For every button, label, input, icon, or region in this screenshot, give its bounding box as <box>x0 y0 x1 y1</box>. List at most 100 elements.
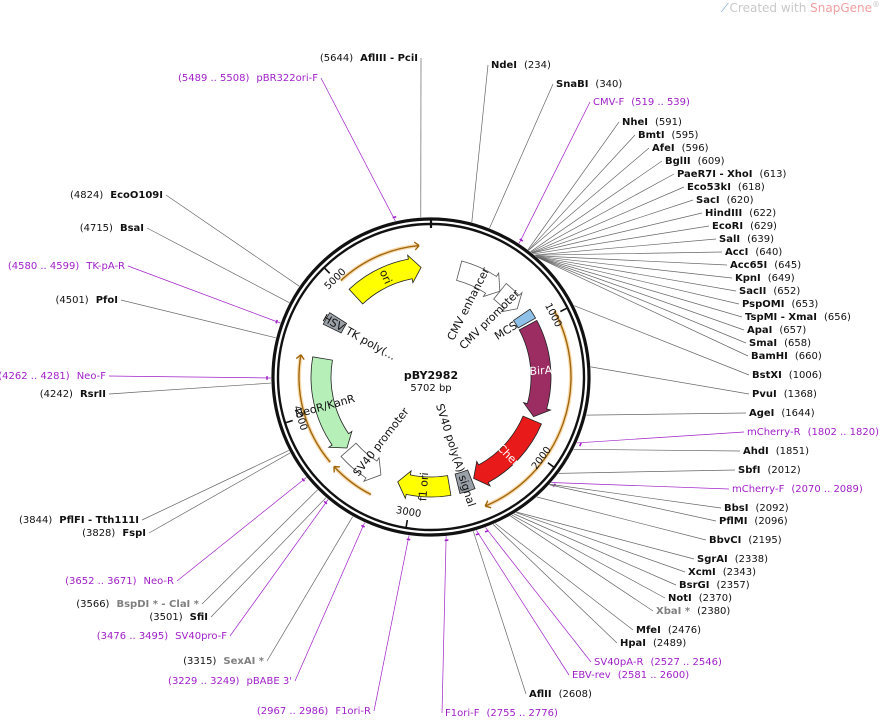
leader-line <box>294 522 365 682</box>
leader-line <box>373 535 410 712</box>
primer-mark <box>475 532 480 536</box>
orf-arcs <box>295 241 573 509</box>
leader-line <box>531 199 694 254</box>
leader-line <box>536 256 737 292</box>
tick-label: 1000 <box>542 301 563 329</box>
leader-line <box>516 511 695 560</box>
primer-label: (3476 .. 3495)SV40pro-F <box>97 631 227 642</box>
primer-mark <box>484 529 489 533</box>
site-label: NheI(591) <box>622 117 682 128</box>
leader-line <box>165 194 300 287</box>
leader-line <box>513 513 677 586</box>
leader-line <box>531 186 685 254</box>
site-label: HindIII(622) <box>705 208 776 219</box>
site-label: (4242)RsrII <box>40 389 106 400</box>
site-label: EcoRI(629) <box>712 221 777 232</box>
snapgene-logo-icon: ⁄ <box>723 1 726 15</box>
site-label: HpaI(2489) <box>620 638 686 649</box>
site-label: SacI(620) <box>696 195 754 206</box>
leader-line <box>532 212 703 254</box>
feature-f1-ori: f1 ori <box>397 469 452 502</box>
leader-line <box>148 452 291 534</box>
leader-line <box>549 484 717 522</box>
site-label: Acc65I(645) <box>730 260 801 271</box>
feature-ori: ori <box>348 254 422 305</box>
site-label: (3566)BspDI * - ClaI * <box>76 599 200 610</box>
primer-mark <box>301 477 306 482</box>
orf-arc <box>340 244 420 282</box>
site-label: (4824)EcoO109I <box>70 190 163 201</box>
tick-mark <box>547 462 555 468</box>
site-label: AccI(640) <box>725 247 782 258</box>
feature-label: f1 ori <box>416 472 431 502</box>
primer-label: (2967 .. 2986)F1ori-R <box>257 706 371 717</box>
leader-line <box>108 382 272 395</box>
primer-label: mCherry-R(1802 .. 1820) <box>747 427 879 438</box>
leader-line <box>201 489 318 605</box>
feature-shape <box>518 319 552 418</box>
site-label: TspMI - XmaI(656) <box>745 312 851 323</box>
site-label: BstXI(1006) <box>752 370 822 381</box>
feature-label: SV40 promoter <box>351 405 412 479</box>
site-label: PvuI(1368) <box>752 389 817 400</box>
primer-mark <box>578 442 582 447</box>
leader-line <box>210 497 327 618</box>
watermark-reg: ® <box>872 0 880 9</box>
feature-shape <box>493 282 523 313</box>
feature-shape <box>348 254 422 305</box>
feature-shape <box>397 469 452 500</box>
site-labels: NdeI(234)SnaBI(340)CMV-F(519 .. 539)NheI… <box>0 53 879 719</box>
site-label: AfeI(596) <box>652 143 709 154</box>
leader-line <box>176 477 307 582</box>
site-label: SnaBI(340) <box>556 79 622 90</box>
leader-line <box>518 101 591 244</box>
site-label: AhdI(1851) <box>743 446 809 457</box>
leader-line <box>536 256 745 331</box>
site-label: BsrGI(2357) <box>679 580 750 591</box>
site-label: KpnI(649) <box>735 273 795 284</box>
leader-line <box>489 83 554 229</box>
site-label: SbfI(2012) <box>738 465 801 476</box>
tick-mark <box>324 267 331 274</box>
site-label: BmtI(595) <box>638 130 699 141</box>
primer-label: (3229 .. 3249)pBABE 3' <box>168 676 292 687</box>
site-label: SgrAI(2338) <box>697 554 768 565</box>
primer-mark <box>275 319 279 324</box>
leader-line <box>536 496 707 541</box>
feature-shape <box>340 442 382 483</box>
site-label: (5644)AflIII - PciI <box>320 53 418 64</box>
orf-arc <box>333 466 372 496</box>
watermark-prefix: Created with <box>729 1 807 15</box>
site-label: (4715)BsaI <box>80 223 144 234</box>
leader-line <box>476 530 570 676</box>
site-label: (3828)FspI <box>82 528 146 539</box>
leader-line <box>534 251 723 256</box>
leader-line <box>510 515 654 612</box>
leader-line <box>530 160 663 252</box>
leader-line <box>536 256 740 305</box>
leader-line <box>536 256 743 318</box>
feature-shape <box>473 415 542 487</box>
primer-label: (5489 .. 5508)pBR322ori-F <box>178 73 318 84</box>
leader-line <box>573 448 741 452</box>
site-label: Eco53kI(618) <box>687 182 765 193</box>
leader-line <box>515 512 686 573</box>
feature-label: HSV TK poly(... <box>320 312 398 363</box>
orf-arrowhead <box>484 500 492 509</box>
site-label: BglII(609) <box>665 156 725 167</box>
tick-mark <box>405 519 409 528</box>
orf-arrowhead <box>413 241 420 251</box>
site-label: BbsI(2092) <box>724 503 789 514</box>
leader-line <box>511 514 666 599</box>
primer-label: SV40pA-R(2527 .. 2546) <box>594 657 722 668</box>
site-label: NdeI(234) <box>491 60 551 71</box>
leader-line <box>536 256 747 344</box>
leader-line <box>485 527 592 663</box>
leader-line <box>558 469 736 474</box>
site-label: SalI(639) <box>719 234 774 245</box>
feature-shape <box>310 356 353 449</box>
leader-line <box>551 482 730 490</box>
leader-line <box>576 431 745 444</box>
primer-label: EBV-rev(2581 .. 2600) <box>572 670 689 681</box>
site-label: PaeR7I - XhoI(613) <box>677 169 787 180</box>
